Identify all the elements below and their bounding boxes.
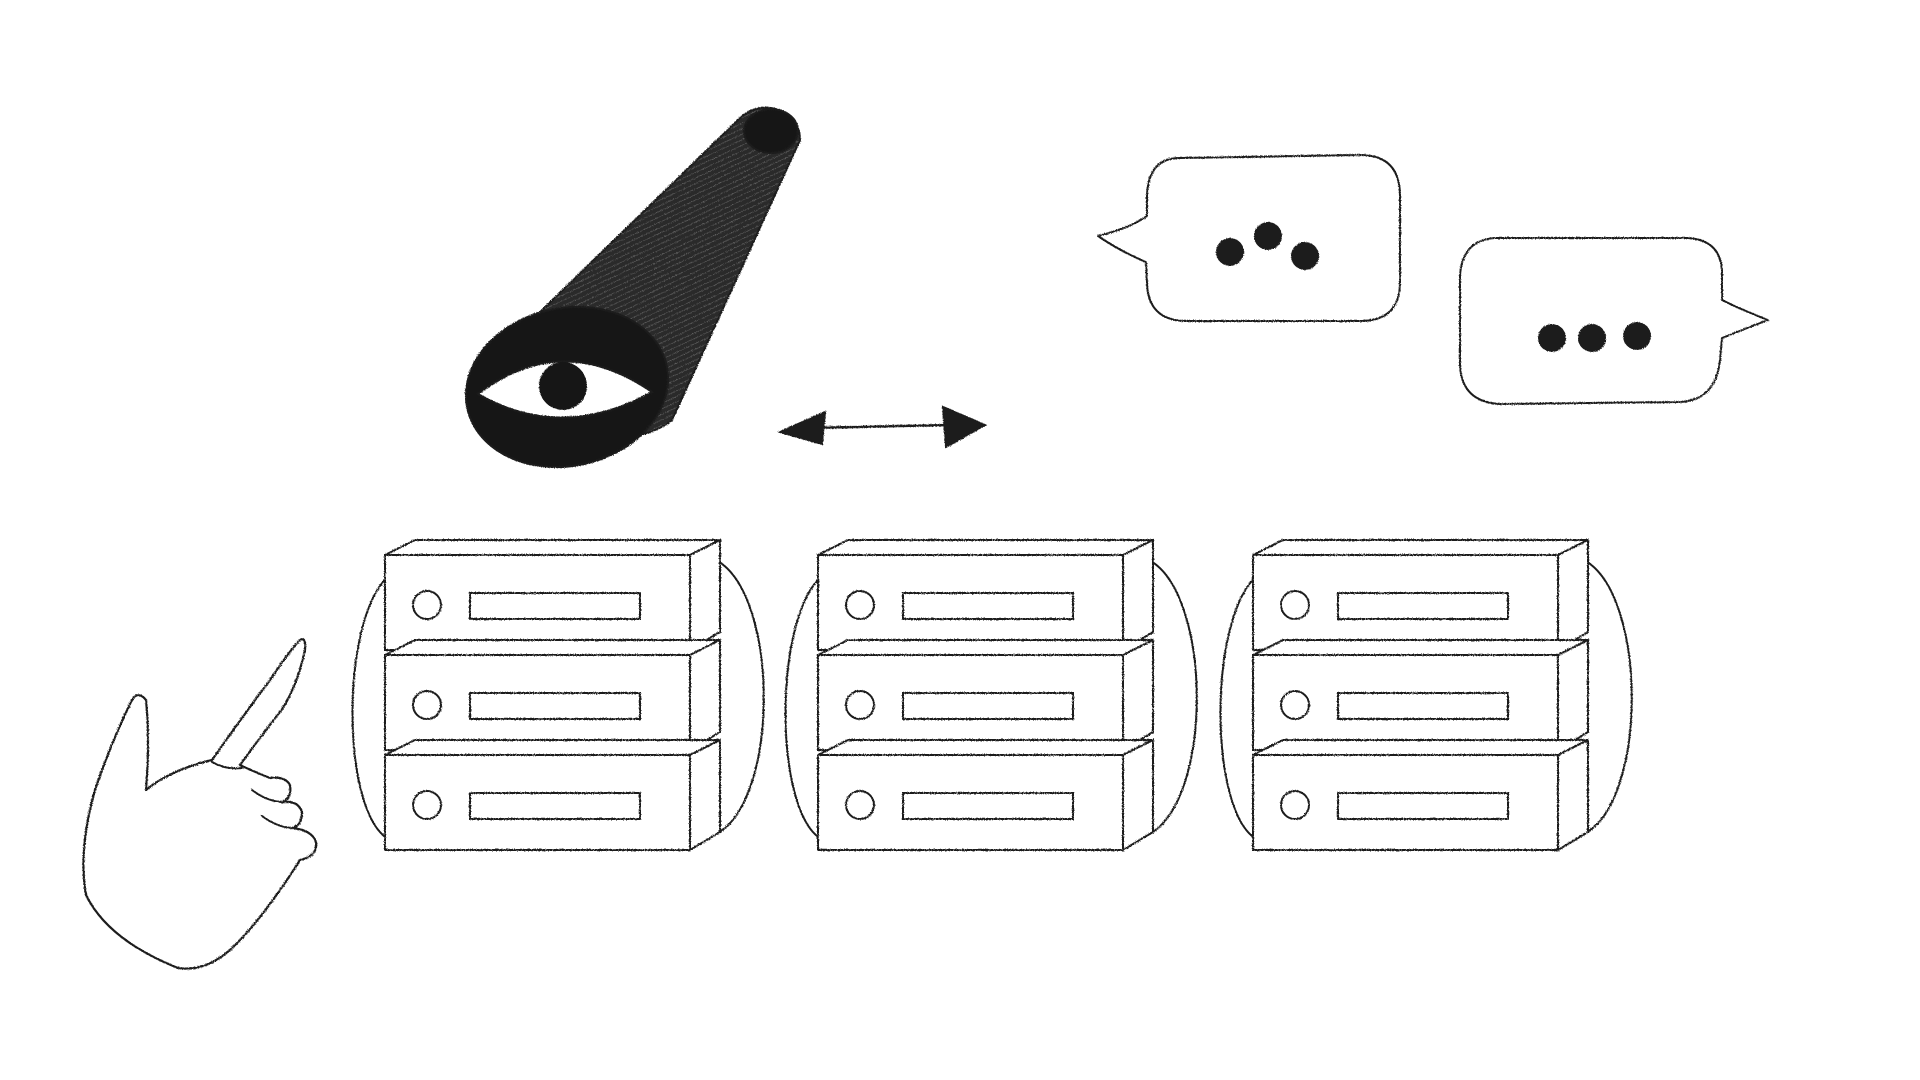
spotlight-eye-icon [464, 106, 802, 469]
dot [1538, 324, 1566, 352]
drive-slot [469, 592, 641, 620]
speech-bubble-left [1097, 154, 1401, 322]
pointing-hand-icon [82, 638, 318, 970]
cable-left [784, 574, 824, 841]
speech-bubble-icon [1459, 237, 1769, 405]
server-side [1557, 638, 1589, 752]
server-unit [1252, 638, 1589, 752]
server-top [1252, 639, 1589, 656]
drive-slot [1337, 792, 1509, 820]
arrow-shaft [802, 423, 952, 430]
server-racks [351, 538, 1633, 852]
hand-knuckle [211, 761, 243, 770]
power-button-icon [1280, 790, 1310, 820]
cable-right [1146, 559, 1198, 836]
server-unit [817, 738, 1154, 852]
server-side [689, 638, 721, 752]
server-unit [1252, 738, 1589, 852]
dot [1254, 222, 1282, 250]
server-front [1252, 554, 1559, 651]
drive-slot [902, 792, 1074, 820]
drive-slot [1337, 692, 1509, 720]
server-top [384, 639, 721, 656]
arrow-head-left [777, 410, 827, 446]
drive-slot [902, 692, 1074, 720]
server-front [1252, 654, 1559, 751]
hand-finger-line [251, 789, 285, 803]
server-top [384, 539, 721, 556]
power-button-icon [845, 790, 875, 820]
server-front [817, 754, 1124, 851]
server-top [384, 739, 721, 756]
speech-bubble-icon [1097, 154, 1401, 322]
power-button-icon [412, 790, 442, 820]
hand-finger-line [261, 815, 295, 829]
server-front [1252, 754, 1559, 851]
spotlight-lens [743, 108, 799, 154]
server-top [817, 639, 1154, 656]
server-side [689, 738, 721, 852]
drive-slot [469, 692, 641, 720]
server-rack-icon [1219, 538, 1633, 852]
server-top [817, 539, 1154, 556]
server-unit [1252, 538, 1589, 652]
power-button-icon [1280, 590, 1310, 620]
server-top [817, 739, 1154, 756]
server-front [384, 754, 691, 851]
server-side [1122, 738, 1154, 852]
cable-right [1581, 559, 1633, 836]
drive-slot [469, 792, 641, 820]
server-unit [384, 538, 721, 652]
server-front [384, 554, 691, 651]
dot [1216, 238, 1244, 266]
server-side [1557, 738, 1589, 852]
server-side [1557, 538, 1589, 652]
server-unit [817, 638, 1154, 752]
server-unit [384, 738, 721, 852]
double-arrow-icon [777, 405, 988, 449]
server-side [689, 538, 721, 652]
drive-slot [902, 592, 1074, 620]
eye-pupil [539, 362, 587, 410]
cable-right [713, 559, 765, 836]
server-top [1252, 539, 1589, 556]
arrow-head-right [941, 405, 988, 449]
power-button-icon [412, 590, 442, 620]
server-side [1122, 638, 1154, 752]
power-button-icon [1280, 690, 1310, 720]
server-rack-icon [784, 538, 1198, 852]
power-button-icon [412, 690, 442, 720]
server-unit [817, 538, 1154, 652]
dot [1291, 242, 1319, 270]
drive-slot [1337, 592, 1509, 620]
server-front [817, 654, 1124, 751]
cable-left [1219, 574, 1259, 841]
server-unit [384, 638, 721, 752]
server-side [1122, 538, 1154, 652]
server-rack-icon [351, 538, 765, 852]
server-front [817, 554, 1124, 651]
hand-outline [82, 638, 318, 970]
dot [1578, 324, 1606, 352]
power-button-icon [845, 690, 875, 720]
server-top [1252, 739, 1589, 756]
speech-bubble-right [1459, 237, 1769, 405]
server-front [384, 654, 691, 751]
dot [1623, 322, 1651, 350]
cable-left [351, 574, 391, 841]
power-button-icon [845, 590, 875, 620]
